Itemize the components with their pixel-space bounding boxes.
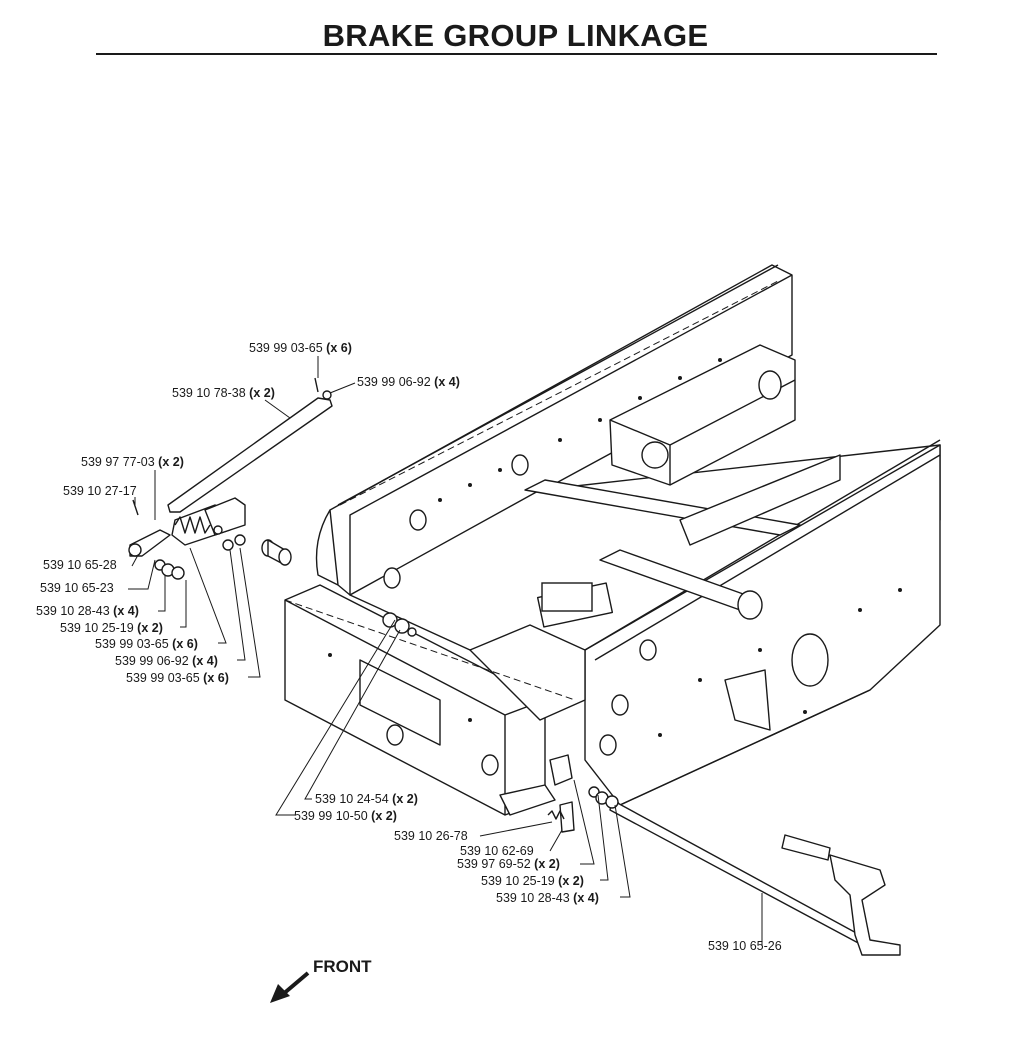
- pedal-pad: [781, 834, 831, 861]
- callout-c4: 539 97 77-03 (x 2): [81, 455, 184, 469]
- callout-c18: 539 10 25-19 (x 2): [481, 874, 584, 888]
- callout-c11: 539 99 06-92 (x 4): [115, 654, 218, 668]
- callout-c14: 539 99 10-50 (x 2): [294, 809, 397, 823]
- callout-c12: 539 99 03-65 (x 6): [126, 671, 229, 685]
- brake-rod-upper: [167, 397, 333, 513]
- callout-labels: 539 99 03-65 (x 6) 539 99 06-92 (x 4) 53…: [36, 341, 782, 953]
- brake-pedal: [829, 854, 901, 956]
- callout-c16: 539 10 62-69: [460, 844, 534, 858]
- front-direction-indicator: FRONT: [270, 957, 372, 1003]
- callout-c3: 539 10 78-38 (x 2): [172, 386, 275, 400]
- callout-c2: 539 99 06-92 (x 4): [357, 375, 460, 389]
- brake-spring: [174, 516, 211, 534]
- brake-pedal-rod: [609, 799, 863, 946]
- lower-pivot-hardware: [547, 754, 619, 833]
- callout-c5: 539 10 27-17: [63, 484, 137, 498]
- chassis-frame: [284, 264, 941, 816]
- frame-holes: [383, 454, 829, 776]
- callout-c19: 539 10 28-43 (x 4): [496, 891, 599, 905]
- callout-c13: 539 10 24-54 (x 2): [315, 792, 418, 806]
- callout-c20: 539 10 65-26: [708, 939, 782, 953]
- callout-c6: 539 10 65-28: [43, 558, 117, 572]
- frame-rivets: [328, 358, 902, 737]
- callout-c7: 539 10 65-23: [40, 581, 114, 595]
- front-arrow-icon: [270, 971, 310, 1003]
- callout-c15: 539 10 26-78: [394, 829, 468, 843]
- front-label: FRONT: [313, 957, 372, 976]
- callout-c8: 539 10 28-43 (x 4): [36, 604, 139, 618]
- brake-linkage: [128, 377, 901, 956]
- callout-c10: 539 99 03-65 (x 6): [95, 637, 198, 651]
- leader-lines: [128, 356, 763, 945]
- callout-c1: 539 99 03-65 (x 6): [249, 341, 352, 355]
- bushing: [261, 539, 292, 566]
- page-title: BRAKE GROUP LINKAGE: [322, 18, 709, 53]
- callout-c9: 539 10 25-19 (x 2): [60, 621, 163, 635]
- callout-c17: 539 97 69-52 (x 2): [457, 857, 560, 871]
- title-underline: [96, 53, 937, 55]
